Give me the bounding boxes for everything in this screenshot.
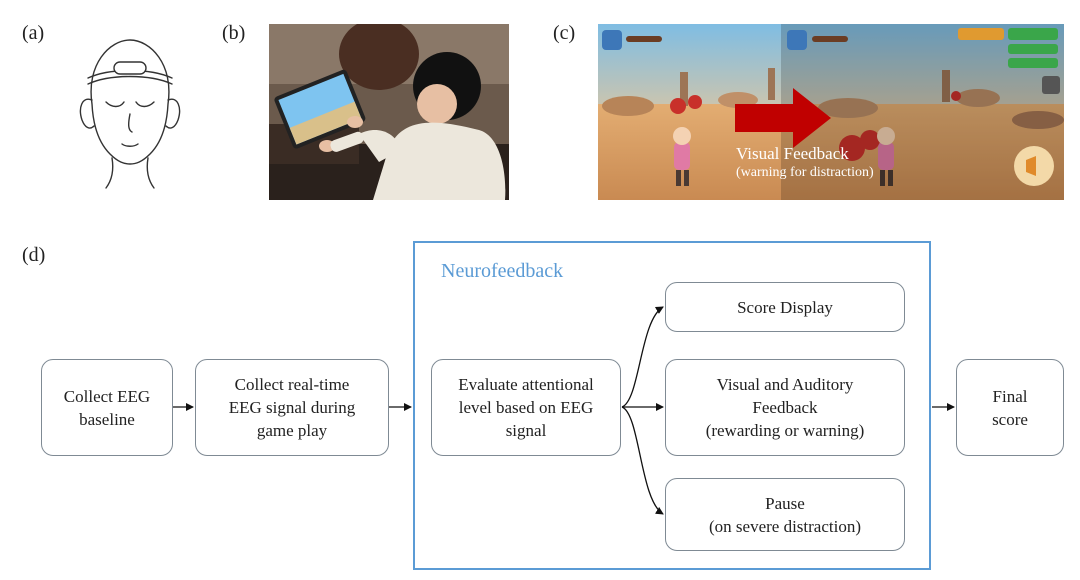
arrow-evaluate-to-pause bbox=[621, 406, 664, 515]
panel-label-d: (d) bbox=[22, 244, 46, 266]
visual-feedback-caption: Visual Feedback (warning for distraction… bbox=[736, 144, 936, 182]
visual-auditory-feedback-box: Visual and Auditory Feedback (rewarding … bbox=[665, 359, 905, 456]
neurofeedback-frame bbox=[413, 241, 931, 570]
visual-feedback-title: Visual Feedback bbox=[736, 144, 849, 163]
score-display-box: Score Display bbox=[665, 282, 905, 332]
panel-label-a: (a) bbox=[22, 22, 45, 44]
child-playing-tablet-photo bbox=[269, 24, 509, 200]
evaluate-attention-box: Evaluate attentional level based on EEG … bbox=[431, 359, 621, 456]
collect-baseline-label: Collect EEG baseline bbox=[63, 386, 151, 429]
eeg-headband-head-illustration bbox=[79, 39, 181, 189]
pause-box: Pause (on severe distraction) bbox=[665, 478, 905, 551]
red-arrow-icon bbox=[735, 88, 831, 148]
visual-auditory-feedback-label: Visual and Auditory Feedback (rewarding … bbox=[705, 375, 865, 440]
score-display-label: Score Display bbox=[737, 297, 833, 317]
visual-feedback-subtitle: (warning for distraction) bbox=[736, 165, 874, 180]
neurofeedback-title: Neurofeedback bbox=[441, 260, 564, 282]
collect-realtime-box: Collect real-time EEG signal during game… bbox=[195, 359, 389, 456]
collect-baseline-box: Collect EEG baseline bbox=[41, 359, 173, 456]
arrow-evaluate-to-score bbox=[621, 306, 664, 408]
collect-realtime-label: Collect real-time EEG signal during game… bbox=[228, 375, 356, 440]
pause-label: Pause (on severe distraction) bbox=[709, 493, 861, 536]
panel-label-c: (c) bbox=[553, 22, 576, 44]
panel-label-b: (b) bbox=[222, 22, 246, 44]
final-score-box: Final score bbox=[956, 359, 1064, 456]
game-screenshot: Visual Feedback (warning for distraction… bbox=[598, 24, 1064, 200]
evaluate-attention-label: Evaluate attentional level based on EEG … bbox=[458, 375, 594, 440]
final-score-label: Final score bbox=[992, 386, 1028, 429]
